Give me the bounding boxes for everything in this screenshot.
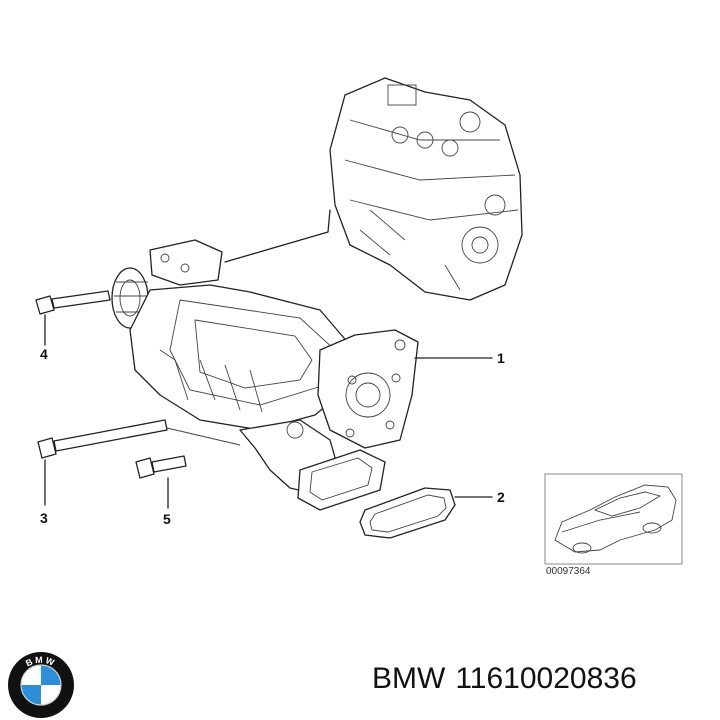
leader-line-bolt3: [166, 427, 241, 446]
callout-2: 2: [497, 489, 505, 505]
bolt-3-illustration: [37, 419, 168, 459]
bmw-logo-icon: BMW: [8, 652, 74, 718]
part-caption: BMW 11610020836: [372, 662, 637, 696]
logo-letters: BMW: [24, 655, 55, 669]
bolt-5-illustration: [135, 455, 187, 479]
vehicle-thumbnail: [544, 473, 683, 565]
supercharger-illustration: [111, 239, 419, 511]
callout-1: 1: [497, 350, 505, 366]
parts-diagram: [35, 77, 683, 565]
callout-3: 3: [40, 510, 48, 526]
callout-4: 4: [40, 346, 48, 362]
svg-text:BMW: BMW: [24, 655, 57, 669]
leader-line-engine: [224, 209, 331, 263]
bolt-4-illustration: [35, 290, 111, 315]
caption-part-number: 11610020836: [455, 662, 637, 695]
gasket-illustration: [359, 487, 456, 539]
caption-brand: BMW: [372, 662, 446, 695]
callout-5: 5: [163, 511, 171, 527]
engine-block-illustration: [329, 77, 523, 301]
diagram-reference-code: 00097364: [546, 566, 591, 577]
